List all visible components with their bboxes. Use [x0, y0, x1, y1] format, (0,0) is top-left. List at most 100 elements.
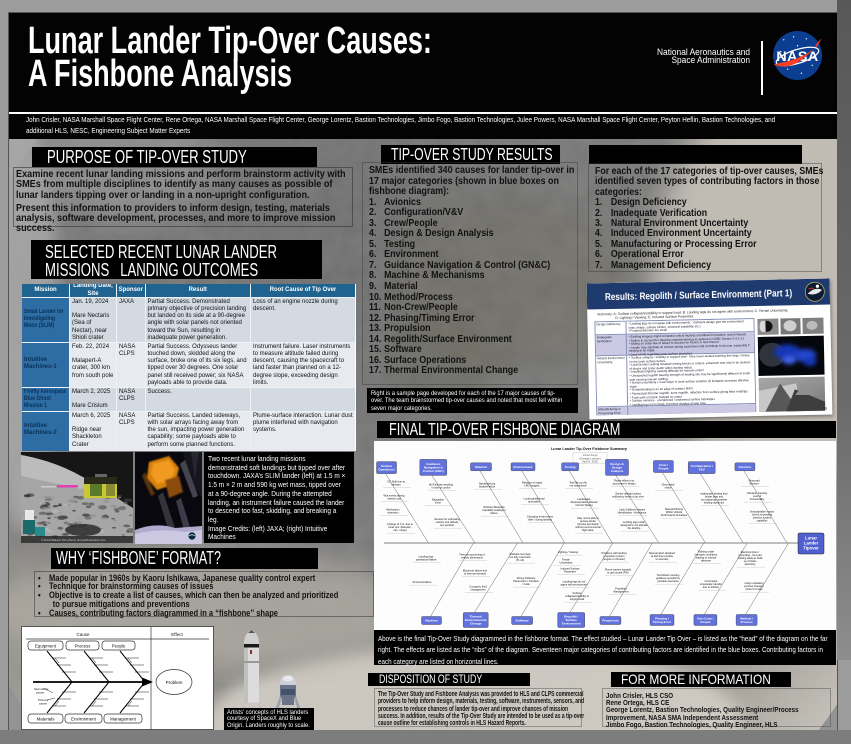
- svg-text:April 8, 2025: April 8, 2025: [582, 460, 598, 464]
- svg-text:/ Code: / Code: [522, 582, 530, 586]
- svg-text:(engine or thruster): (engine or thruster): [603, 557, 625, 561]
- svg-text:possible scenarios: possible scenarios: [657, 579, 679, 583]
- svg-text:not fully exercised: not fully exercised: [510, 555, 531, 559]
- svg-text:Propulsion: Propulsion: [602, 619, 618, 623]
- svg-text:support load: support load: [570, 597, 585, 601]
- svg-text:Landing legs under: Landing legs under: [623, 520, 645, 524]
- svg-text:landing dynamics: landing dynamics: [704, 501, 725, 505]
- svg-text:Thermal accounting of: Thermal accounting of: [459, 553, 485, 557]
- svg-text:Uncertainty: Uncertainty: [559, 561, 573, 565]
- svg-text:(G)view accurately: (G)view accurately: [577, 522, 599, 526]
- svg-text:Environment: Environment: [71, 717, 96, 722]
- svg-text:Vibration Causing: Vibration Causing: [747, 491, 768, 495]
- svg-text:Guidance: Guidance: [426, 462, 440, 466]
- svg-text:agree with environment: agree with environment: [561, 583, 588, 587]
- svg-text:cause: cause: [39, 702, 47, 706]
- svg-text:Effect: Effect: [171, 632, 183, 637]
- svg-text:People: People: [112, 644, 126, 649]
- svg-text:Error: Error: [435, 501, 441, 505]
- svg-text:Sensors: Sensors: [749, 482, 759, 486]
- svg-text:Test like you fly: Test like you fly: [569, 481, 587, 485]
- svg-text:Wta events during: Wta events during: [384, 494, 405, 498]
- svg-text:Process: Process: [75, 644, 92, 649]
- svg-text:at feel time (unable: at feel time (unable: [651, 554, 674, 558]
- svg-text:electricity: electricity: [745, 562, 757, 566]
- svg-text:capability: capability: [757, 519, 769, 523]
- svg-text:Plume causes hazards: Plume causes hazards: [605, 568, 632, 572]
- svg-text:extension: extension: [387, 511, 399, 515]
- svg-text:management: management: [470, 588, 485, 592]
- svg-text:Identification / Avoidance: Identification / Avoidance: [618, 511, 647, 515]
- svg-text:(sine)) exceeding: (sine)) exceeding: [752, 513, 772, 517]
- svg-text:Problems with landing: Problems with landing: [601, 551, 627, 555]
- svg-text:Parameters / Interface: Parameters / Interface: [513, 579, 539, 583]
- svg-text:flight data.: flight data.: [582, 528, 594, 532]
- svg-text:Primary: Primary: [38, 698, 49, 702]
- svg-text:Control (GNC): Control (GNC): [423, 469, 444, 473]
- svg-text:velocity and attitude: velocity and attitude: [436, 520, 459, 524]
- svg-text:not capturing complete: not capturing complete: [701, 498, 728, 502]
- svg-text:mission ops: mission ops: [387, 497, 401, 501]
- svg-text:Phasing /: Phasing /: [655, 616, 669, 620]
- svg-text:improper conditions: improper conditions: [695, 553, 718, 557]
- svg-text:knowledge transfer: knowledge transfer: [700, 582, 722, 586]
- svg-text:Design &: Design &: [610, 462, 624, 466]
- svg-text:cause: cause: [36, 691, 44, 695]
- svg-text:avionics system: avionics system: [753, 516, 771, 520]
- svg-text:Timing Error: Timing Error: [653, 620, 672, 624]
- svg-text:Material: Material: [475, 465, 487, 469]
- svg-text:center of mass: center of mass: [745, 587, 763, 591]
- svg-text:Within Vehicle: Within Vehicle: [666, 510, 683, 514]
- svg-text:May not be able to: May not be able to: [577, 516, 599, 520]
- svg-text:Lander: Lander: [804, 541, 819, 546]
- svg-text:Sensors for estimating: Sensors for estimating: [434, 517, 460, 521]
- svg-text:guidance spoofed by: guidance spoofed by: [656, 576, 681, 580]
- svg-text:propulsion system: propulsion system: [604, 554, 625, 558]
- svg-text:takeover: takeover: [701, 559, 711, 563]
- svg-text:Navigation &: Navigation &: [424, 466, 444, 470]
- svg-text:Management: Management: [110, 717, 136, 722]
- svg-text:to get moved (PSI): to get moved (PSI): [607, 571, 629, 575]
- svg-text:Equipment: Equipment: [35, 644, 57, 649]
- svg-text:process changes: process changes: [744, 584, 764, 588]
- svg-text:Unacceptable motion: Unacceptable motion: [750, 510, 775, 514]
- svg-text:Secondary: Secondary: [34, 687, 49, 691]
- svg-text:Jimbo Fogo: Jimbo Fogo: [583, 453, 598, 457]
- svg-text:Obscured: Obscured: [748, 479, 760, 483]
- svg-text:Touchdown sensing: Touchdown sensing: [657, 573, 680, 577]
- svg-text:Cargo unloading: Cargo unloading: [744, 581, 764, 585]
- svg-text:Lack Sufficient Hazard: Lack Sufficient Hazard: [619, 508, 645, 512]
- svg-text:Surface: Surface: [566, 618, 578, 622]
- svg-text:Loss of: Loss of: [753, 494, 762, 498]
- svg-text:Cryogenic fluid: Cryogenic fluid: [469, 585, 487, 589]
- svg-text:Landing legs do not: Landing legs do not: [563, 580, 586, 584]
- svg-text:Induced Surface: Induced Surface: [561, 567, 580, 571]
- svg-text:Strake/Failure: Strake/Failure: [479, 485, 496, 489]
- svg-text:grounding - foot pad: grounding - foot pad: [738, 553, 762, 557]
- svg-text:ram, cargo): ram, cargo): [393, 528, 406, 532]
- svg-text:Manual abort declared: Manual abort declared: [649, 551, 675, 555]
- svg-text:to execute): to execute): [656, 557, 669, 561]
- svg-text:Surface: Surface: [573, 591, 582, 595]
- svg-text:Deficient Materials: Deficient Materials: [483, 505, 505, 509]
- svg-text:sticking leads to build: sticking leads to build: [738, 556, 763, 560]
- svg-text:V&V: V&V: [699, 467, 706, 471]
- svg-text:Crew /: Crew /: [659, 463, 668, 467]
- svg-text:Structural failure: Structural failure: [413, 580, 432, 584]
- svg-text:Analysis: Analysis: [611, 469, 624, 473]
- svg-text:People: People: [700, 620, 710, 624]
- svg-text:Representative Manual: Representative Manual: [571, 500, 598, 504]
- svg-text:Changing environment: Changing environment: [527, 515, 553, 519]
- svg-text:collapse/instability to: collapse/instability to: [565, 594, 589, 598]
- svg-text:Electrical short /: Electrical short /: [741, 550, 760, 554]
- svg-text:elevator: elevator: [391, 483, 400, 487]
- svg-text:are spoofed: are spoofed: [440, 523, 454, 527]
- svg-text:Navigation: Navigation: [432, 498, 445, 502]
- svg-text:Training under: Training under: [698, 550, 715, 554]
- svg-text:designed to not tolerate: designed to not tolerate: [620, 523, 648, 527]
- svg-text:Tipover: Tipover: [803, 546, 819, 551]
- svg-text:failure: failure: [490, 511, 498, 515]
- svg-text:Mechanism: Mechanism: [386, 508, 399, 512]
- svg-text:Hardware/Leg: Hardware/Leg: [479, 482, 496, 486]
- svg-text:Inadequate landing leg /: Inadequate landing leg /: [700, 492, 728, 496]
